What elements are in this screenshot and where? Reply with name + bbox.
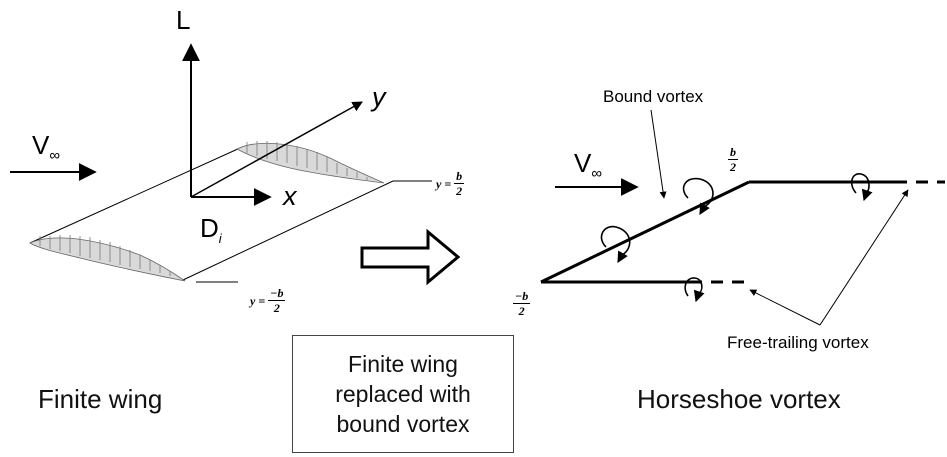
tip-left-denominator: 2: [273, 301, 280, 315]
freestream-label-right: V∞: [574, 150, 602, 181]
induced-drag-label: Di: [200, 215, 222, 245]
horseshoe-vortex: [540, 180, 945, 284]
hs-tip-pos-numerator: b: [728, 145, 738, 160]
freestream-symbol: V: [32, 130, 50, 160]
freestream-subscript: ∞: [49, 147, 61, 165]
y-axis-arrow: [190, 101, 363, 198]
x-axis-label: x: [283, 181, 297, 211]
bound-vortex-label: Bound vortex: [603, 87, 704, 106]
tip-right-variable: y =: [436, 176, 452, 191]
caption-center-line-3: bound vortex: [336, 411, 470, 437]
hs-tip-neg-denominator: 2: [518, 304, 525, 318]
freestream-label-left: V∞: [32, 132, 60, 163]
caption-center-line-1: Finite wing: [348, 351, 458, 377]
caption-horseshoe-vortex: Horseshoe vortex: [637, 384, 841, 414]
caption-center-box: Finite wing replaced with bound vortex: [292, 335, 514, 453]
drag-symbol: D: [200, 213, 219, 243]
right-airfoil-section: [236, 141, 385, 184]
drag-subscript: i: [218, 231, 222, 247]
bound-vortex-pointer: [650, 109, 667, 199]
tip-right-numerator: b: [454, 169, 465, 184]
free-trailing-pointer-1: [749, 289, 821, 326]
tip-left-variable: y =: [250, 293, 266, 308]
hs-tip-neg-numerator: −b: [513, 289, 531, 304]
tip-left-numerator: −b: [268, 286, 286, 301]
freestream-symbol-right: V: [574, 148, 592, 178]
transform-arrow: [360, 228, 461, 286]
free-trailing-pointer-2: [819, 189, 909, 326]
y-axis-label: y: [372, 82, 386, 112]
hs-tip-pos-denominator: 2: [730, 160, 736, 174]
free-trailing-vortex-label: Free-trailing vortex: [727, 333, 869, 352]
tip-right-denominator: 2: [456, 184, 463, 198]
finite-wing-planform: [29, 147, 432, 283]
caption-finite-wing: Finite wing: [38, 384, 163, 414]
left-airfoil-section: [29, 235, 186, 282]
freestream-subscript-right: ∞: [591, 165, 603, 183]
caption-center-line-2: replaced with: [335, 381, 471, 407]
circulation-arrows: [600, 173, 873, 303]
lift-label: L: [176, 5, 191, 35]
